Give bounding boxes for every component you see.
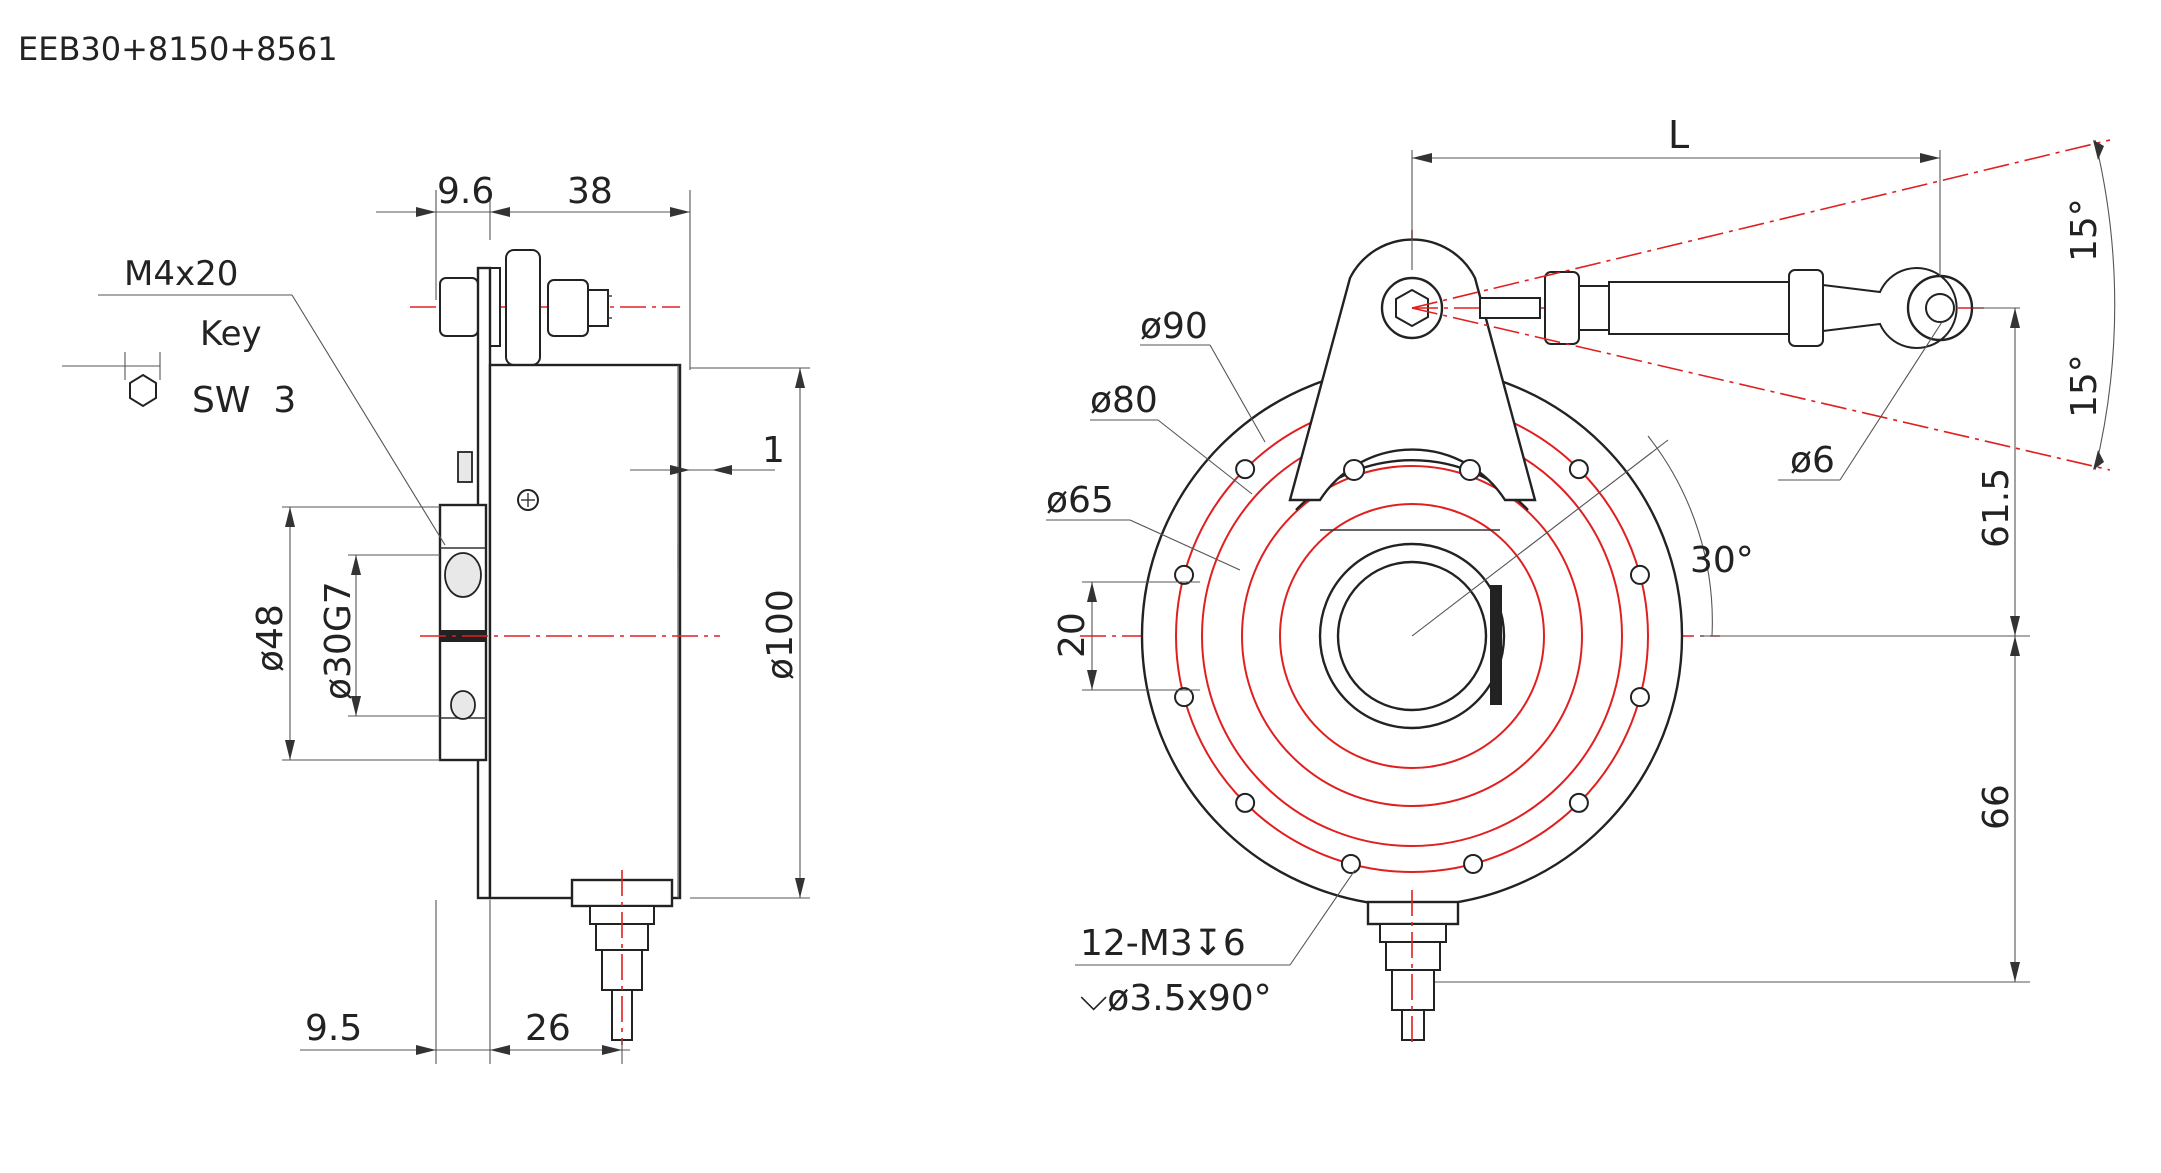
dim-angle-upper: 15° [2064,198,2105,262]
dim-66: 66 [1976,784,2017,830]
dim-65: ø65 [1046,480,1114,521]
mounting-hole [1174,687,1195,708]
dim-20: 20 [1052,612,1093,658]
mounting-hole [1568,459,1589,480]
dim-9-6-top: 9.6 [437,171,494,212]
dim-26-bottom: 26 [525,1008,571,1049]
screw-label: M4x20 [124,254,238,294]
dim-outer-diameter: ø100 [760,589,801,680]
mounting-hole [1629,564,1650,585]
dim-flange-diameter: ø48 [250,604,291,672]
dim-angle-lower: 15° [2064,354,2105,418]
dim-90: ø90 [1140,306,1208,347]
mounting-hole [1568,792,1589,813]
side-view: 9.6 38 [62,171,810,1064]
dim-length-L: L [1668,113,1689,157]
dim-9-5-bottom: 9.5 [305,1008,362,1049]
key-label: Key [200,314,262,354]
dim-30deg: 30° [1690,540,1754,581]
key-size: SW 3 [192,380,296,421]
hexagon-icon [129,373,157,408]
dim-38-top: 38 [567,171,613,212]
dim-61-5: 61.5 [1976,468,2017,548]
dim-80: ø80 [1090,380,1158,421]
drawing-title: EEB30+8150+8561 [18,30,338,68]
front-view: 15° 15° L ø6 61.5 66 30° 20 [1046,113,2116,1045]
dim-bore: ø30G7 [318,581,359,700]
mounting-hole [1174,564,1195,585]
dim-gap-1: 1 [762,430,785,471]
mounting-hole [1463,853,1484,874]
mounting-hole [1235,459,1256,480]
hole-spec-line2: ⌵ø3.5x90° [1080,978,1272,1019]
mounting-hole [1235,792,1256,813]
mounting-hole [1629,687,1650,708]
mounting-hole [1340,853,1361,874]
hole-spec-line1: 12-M3↧6 [1080,923,1246,964]
dim-ball-diameter: ø6 [1790,440,1835,481]
